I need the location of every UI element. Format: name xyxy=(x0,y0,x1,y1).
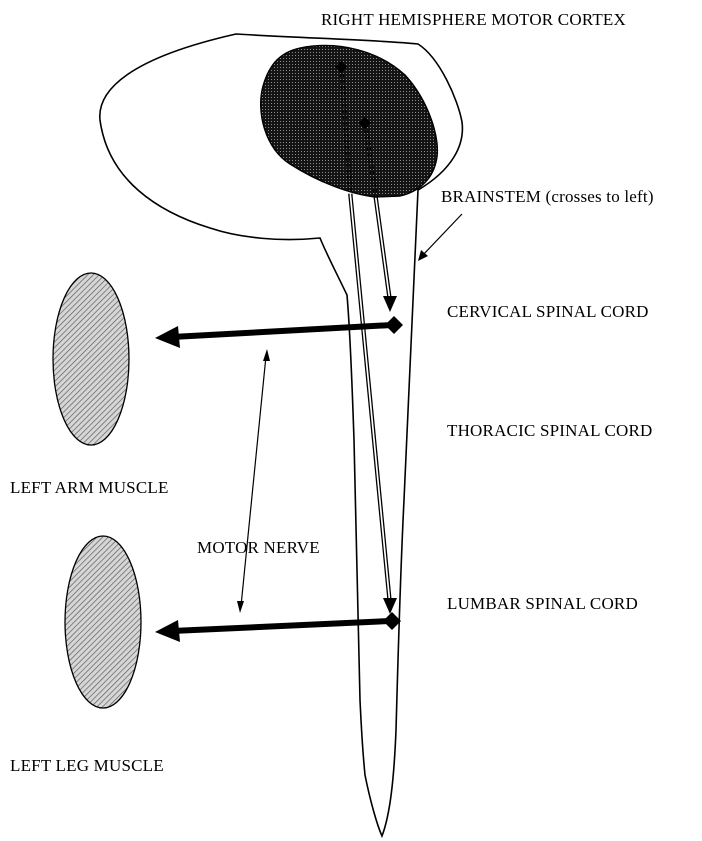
thoracic-label: THORACIC SPINAL CORD xyxy=(447,421,653,441)
left-leg-muscle-shape xyxy=(65,536,141,708)
left-arm-muscle-shape xyxy=(53,273,129,445)
motor-nerve-label: MOTOR NERVE xyxy=(197,538,320,558)
cervical-label: CERVICAL SPINAL CORD xyxy=(447,302,649,322)
arm-muscle-label: LEFT ARM MUSCLE xyxy=(10,478,169,498)
brainstem-label: BRAINSTEM (crosses to left) xyxy=(441,187,654,207)
motor-nerve-leg xyxy=(155,612,401,642)
cortex-label: RIGHT HEMISPHERE MOTOR CORTEX xyxy=(321,10,626,30)
motor-cortex-region xyxy=(261,46,438,197)
brainstem-pointer xyxy=(418,214,462,261)
lumbar-label: LUMBAR SPINAL CORD xyxy=(447,594,638,614)
motor-nerve-pointer xyxy=(237,349,270,613)
leg-muscle-label: LEFT LEG MUSCLE xyxy=(10,756,164,776)
